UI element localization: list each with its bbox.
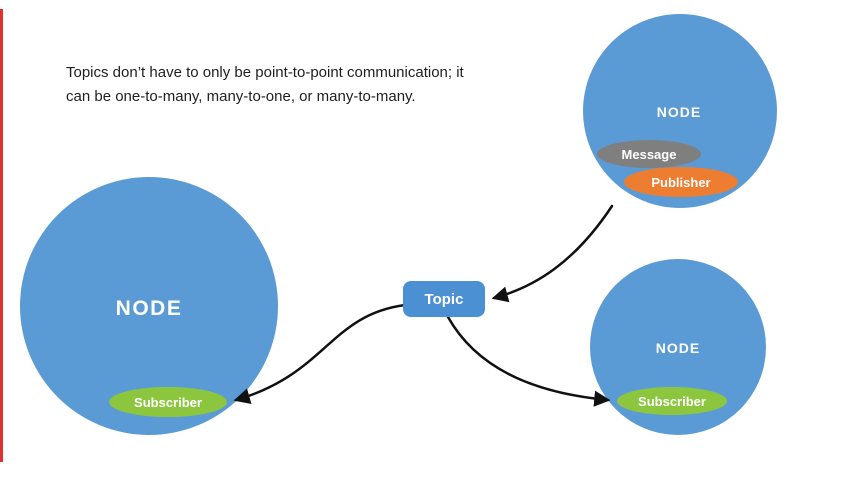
topic-box	[403, 281, 485, 317]
bottom-right-node-label: NODE	[656, 340, 700, 356]
caption-line-1: Topics don’t have to only be point-to-po…	[66, 64, 465, 81]
topic-label: Topic	[425, 291, 464, 308]
message-label: Message	[622, 147, 677, 162]
left-node-circle	[20, 177, 278, 435]
arrow-topic-to-right-subscriber	[446, 315, 611, 407]
publisher-label: Publisher	[651, 175, 710, 190]
publisher-ellipse	[624, 167, 738, 197]
arrow-topic-to-left-subscriber	[233, 303, 407, 404]
top-right-node-label: NODE	[657, 104, 701, 120]
red-edge-line	[0, 9, 3, 462]
left-subscriber-label: Subscriber	[134, 395, 202, 410]
message-ellipse	[597, 140, 701, 168]
left-subscriber-ellipse	[109, 387, 227, 417]
arrow-publisher-to-topic	[491, 204, 614, 303]
bottom-right-subscriber-label: Subscriber	[638, 394, 706, 409]
bottom-right-subscriber-ellipse	[617, 387, 727, 415]
left-node-label: NODE	[116, 297, 183, 320]
caption-line-2: can be one-to-many, many-to-one, or many…	[66, 88, 416, 105]
